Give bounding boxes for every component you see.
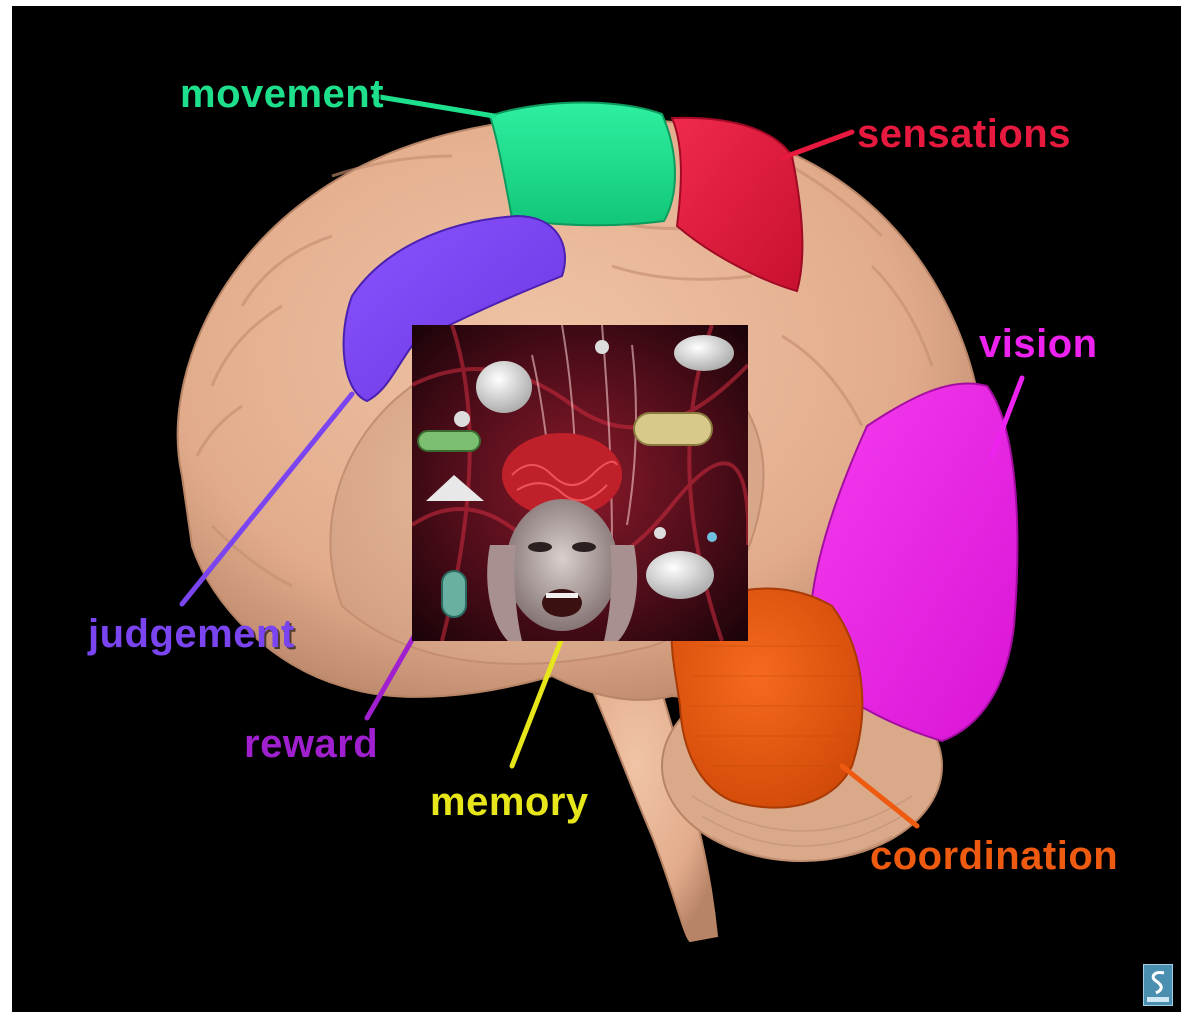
pointer-movement: [374, 96, 494, 116]
pill-capsule-yellow: [634, 413, 712, 445]
label-movement: movement: [180, 74, 384, 114]
label-coordination: coordination: [870, 836, 1118, 876]
label-judgement: judgement: [88, 614, 295, 654]
pill-capsule-green: [418, 431, 480, 451]
pill-round-top: [674, 335, 734, 371]
publisher-logo-icon: [1143, 964, 1173, 1006]
label-vision: vision: [979, 324, 1098, 364]
label-memory: memory: [430, 782, 589, 822]
drug-collage-photo: [412, 325, 748, 641]
region-movement: [490, 102, 675, 225]
diagram-canvas: movement sensations vision judgement rew…: [12, 6, 1181, 1012]
pill-round-large: [476, 361, 532, 413]
pill-capsule-teal: [442, 571, 466, 617]
pill-round-bottom: [646, 551, 714, 599]
label-reward: reward: [244, 724, 378, 764]
pointer-sensations: [782, 132, 852, 158]
label-sensations: sensations: [857, 114, 1071, 154]
